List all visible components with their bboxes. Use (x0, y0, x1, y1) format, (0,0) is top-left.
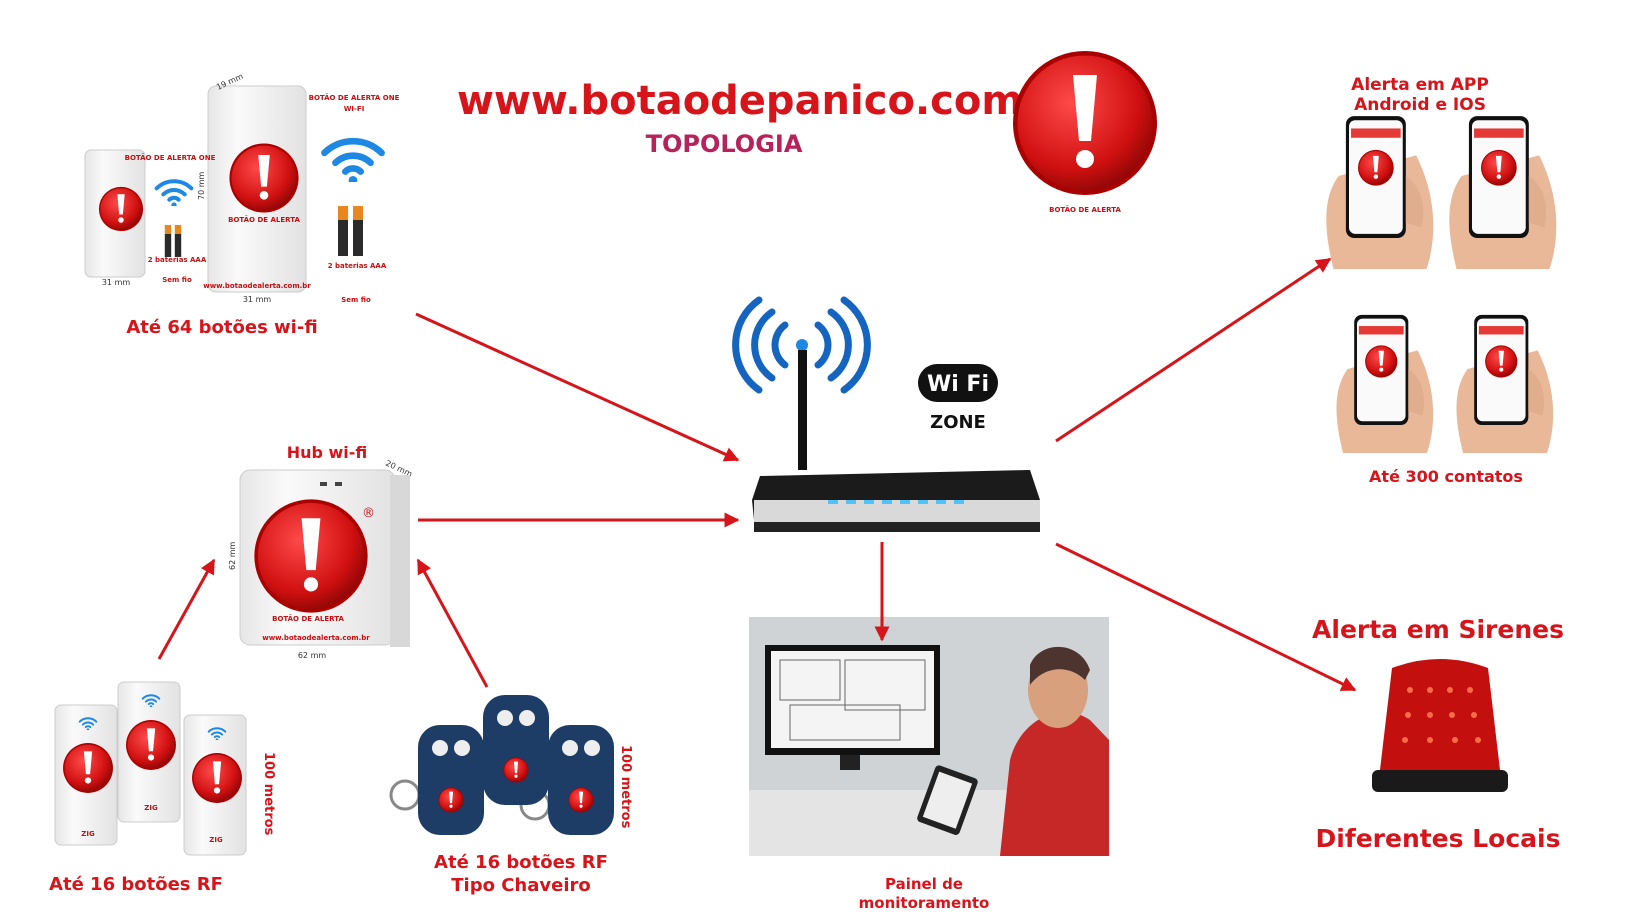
svg-text:Hub wi-fi: Hub wi-fi (287, 443, 368, 462)
alert-icon (503, 757, 529, 783)
alert-icon (63, 743, 113, 793)
svg-text:2 baterias AAA: 2 baterias AAA (328, 262, 387, 270)
battery-icon (353, 206, 363, 256)
battery-icon (164, 225, 172, 257)
svg-text:Até 300 contatos: Até 300 contatos (1369, 467, 1523, 486)
svg-text:Diferentes Locais: Diferentes Locais (1316, 824, 1561, 853)
svg-text:ZIG: ZIG (209, 836, 223, 844)
svg-text:100 metros: 100 metros (261, 752, 276, 836)
alert-icon (229, 143, 299, 213)
svg-text:Sem fio: Sem fio (341, 296, 371, 304)
arrow-rf-buttons-to-hub (157, 558, 216, 660)
arrow-wifi-buttons-to-router (415, 312, 740, 462)
svg-text:Alerta em Sirenes: Alerta em Sirenes (1312, 615, 1564, 644)
svg-text:Painel de: Painel de (885, 875, 963, 893)
site-title[interactable]: www.botaodepanico.com (457, 78, 1023, 124)
wifi-zone-logo: Wi Fi ZONE (918, 364, 998, 433)
battery-icon (174, 225, 182, 257)
svg-text:Wi Fi: Wi Fi (927, 372, 989, 397)
phone-icon (1456, 315, 1553, 453)
router: Wi Fi ZONE (732, 296, 1040, 532)
keyfobs: 100 metros Até 16 botões RF Tipo Chaveir… (389, 695, 633, 896)
rf-buttons-label: Até 16 botões RF (49, 874, 223, 895)
wifi-icon (324, 141, 381, 185)
svg-text:BOTÃO DE ALERTA ONE: BOTÃO DE ALERTA ONE (309, 93, 400, 102)
svg-text:Até 16 botões RF: Até 16 botões RF (434, 852, 608, 873)
svg-text:monitoramento: monitoramento (859, 894, 990, 912)
arrow-keyfobs-to-hub (416, 558, 489, 688)
wifi-buttons-group: 31 mm 2 baterias AAA Sem fio BOTÃO DE AL… (84, 72, 400, 338)
svg-text:Sem fio: Sem fio (162, 276, 192, 284)
svg-text:www.botaodealerta.com.br: www.botaodealerta.com.br (203, 282, 311, 290)
signal-icon (732, 296, 871, 394)
wifi-buttons-label: Até 64 botões wi-fi (126, 317, 317, 338)
svg-text:31 mm: 31 mm (243, 295, 272, 304)
rf-buttons: ZIG ZIG ZIG 100 metros Até 16 botões RF (49, 681, 276, 895)
svg-text:www.botaodealerta.com.br: www.botaodealerta.com.br (262, 634, 370, 642)
svg-text:WI-FI: WI-FI (344, 105, 365, 113)
alert-icon (98, 186, 144, 232)
phone-icon (1449, 116, 1556, 269)
svg-text:Tipo Chaveiro: Tipo Chaveiro (451, 875, 591, 896)
svg-text:31 mm: 31 mm (102, 278, 131, 287)
alert-icon (438, 787, 464, 813)
alert-icon (568, 787, 594, 813)
svg-text:70 mm: 70 mm (197, 171, 206, 200)
svg-text:ZONE: ZONE (930, 412, 986, 433)
svg-text:ZIG: ZIG (81, 830, 95, 838)
arrow-router-to-app (1055, 257, 1332, 443)
svg-text:Alerta em APP: Alerta em APP (1351, 75, 1489, 95)
svg-text:BOTÃO DE ALERTA: BOTÃO DE ALERTA (272, 614, 344, 623)
svg-text:®: ® (362, 506, 375, 521)
svg-text:62 mm: 62 mm (298, 651, 327, 660)
subtitle: TOPOLOGIA (646, 130, 803, 158)
svg-text:BOTÃO DE ALERTA: BOTÃO DE ALERTA (1049, 205, 1121, 214)
siren: Alerta em Sirenes Diferentes Locais (1312, 615, 1564, 853)
battery-icon (338, 206, 348, 256)
svg-text:2 baterias AAA: 2 baterias AAA (148, 256, 207, 264)
svg-text:100 metros: 100 metros (618, 745, 633, 829)
svg-text:BOTÃO DE ALERTA: BOTÃO DE ALERTA (228, 215, 300, 224)
alert-icon (192, 753, 242, 803)
svg-text:62 mm: 62 mm (228, 541, 237, 570)
app-phones: Alerta em APP Android e IOS Até 300 cont… (1326, 75, 1556, 486)
small-product-name: BOTÃO DE ALERTA ONE (125, 153, 216, 162)
phone-icon (1326, 116, 1433, 269)
svg-text:Android e IOS: Android e IOS (1354, 95, 1486, 115)
monitoring-panel-photo: Painel de monitoramento (749, 617, 1109, 912)
hub-wifi: Hub wi-fi 20 mm ® BOTÃO DE ALERTA www.bo… (228, 443, 414, 660)
svg-text:ZIG: ZIG (144, 804, 158, 812)
alert-icon (126, 720, 176, 770)
arrow-router-to-siren (1055, 542, 1357, 692)
connection-arrows (157, 257, 1357, 692)
wifi-icon (157, 181, 192, 207)
phone-icon (1336, 315, 1433, 453)
alert-logo-icon: BOTÃO DE ALERTA (1013, 51, 1157, 214)
alert-icon (254, 499, 368, 613)
